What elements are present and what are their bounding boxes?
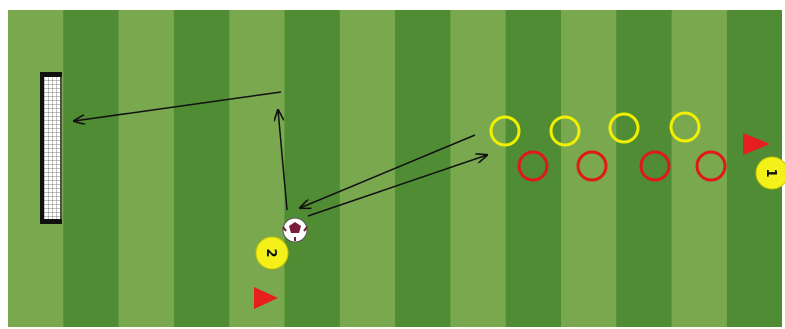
pitch-stripe xyxy=(450,10,506,327)
goal-icon xyxy=(40,72,62,224)
pitch-stripe xyxy=(340,10,396,327)
pitch-stripe xyxy=(119,10,175,327)
player-1: 1 xyxy=(756,157,785,189)
pitch-stripe xyxy=(561,10,617,327)
pitch-stripe xyxy=(616,10,672,327)
pitch-stripe xyxy=(395,10,451,327)
ball-icon xyxy=(283,218,307,242)
player-2: 2 xyxy=(256,237,288,269)
pitch-stripe xyxy=(229,10,285,327)
pitch-stripe xyxy=(174,10,230,327)
player-1-label: 1 xyxy=(763,168,778,177)
pitch-stripe xyxy=(506,10,562,327)
pitch-stripe xyxy=(285,10,341,327)
player-2-label: 2 xyxy=(263,248,278,257)
pitch-stripe xyxy=(63,10,119,327)
pitch-stripe xyxy=(672,10,728,327)
